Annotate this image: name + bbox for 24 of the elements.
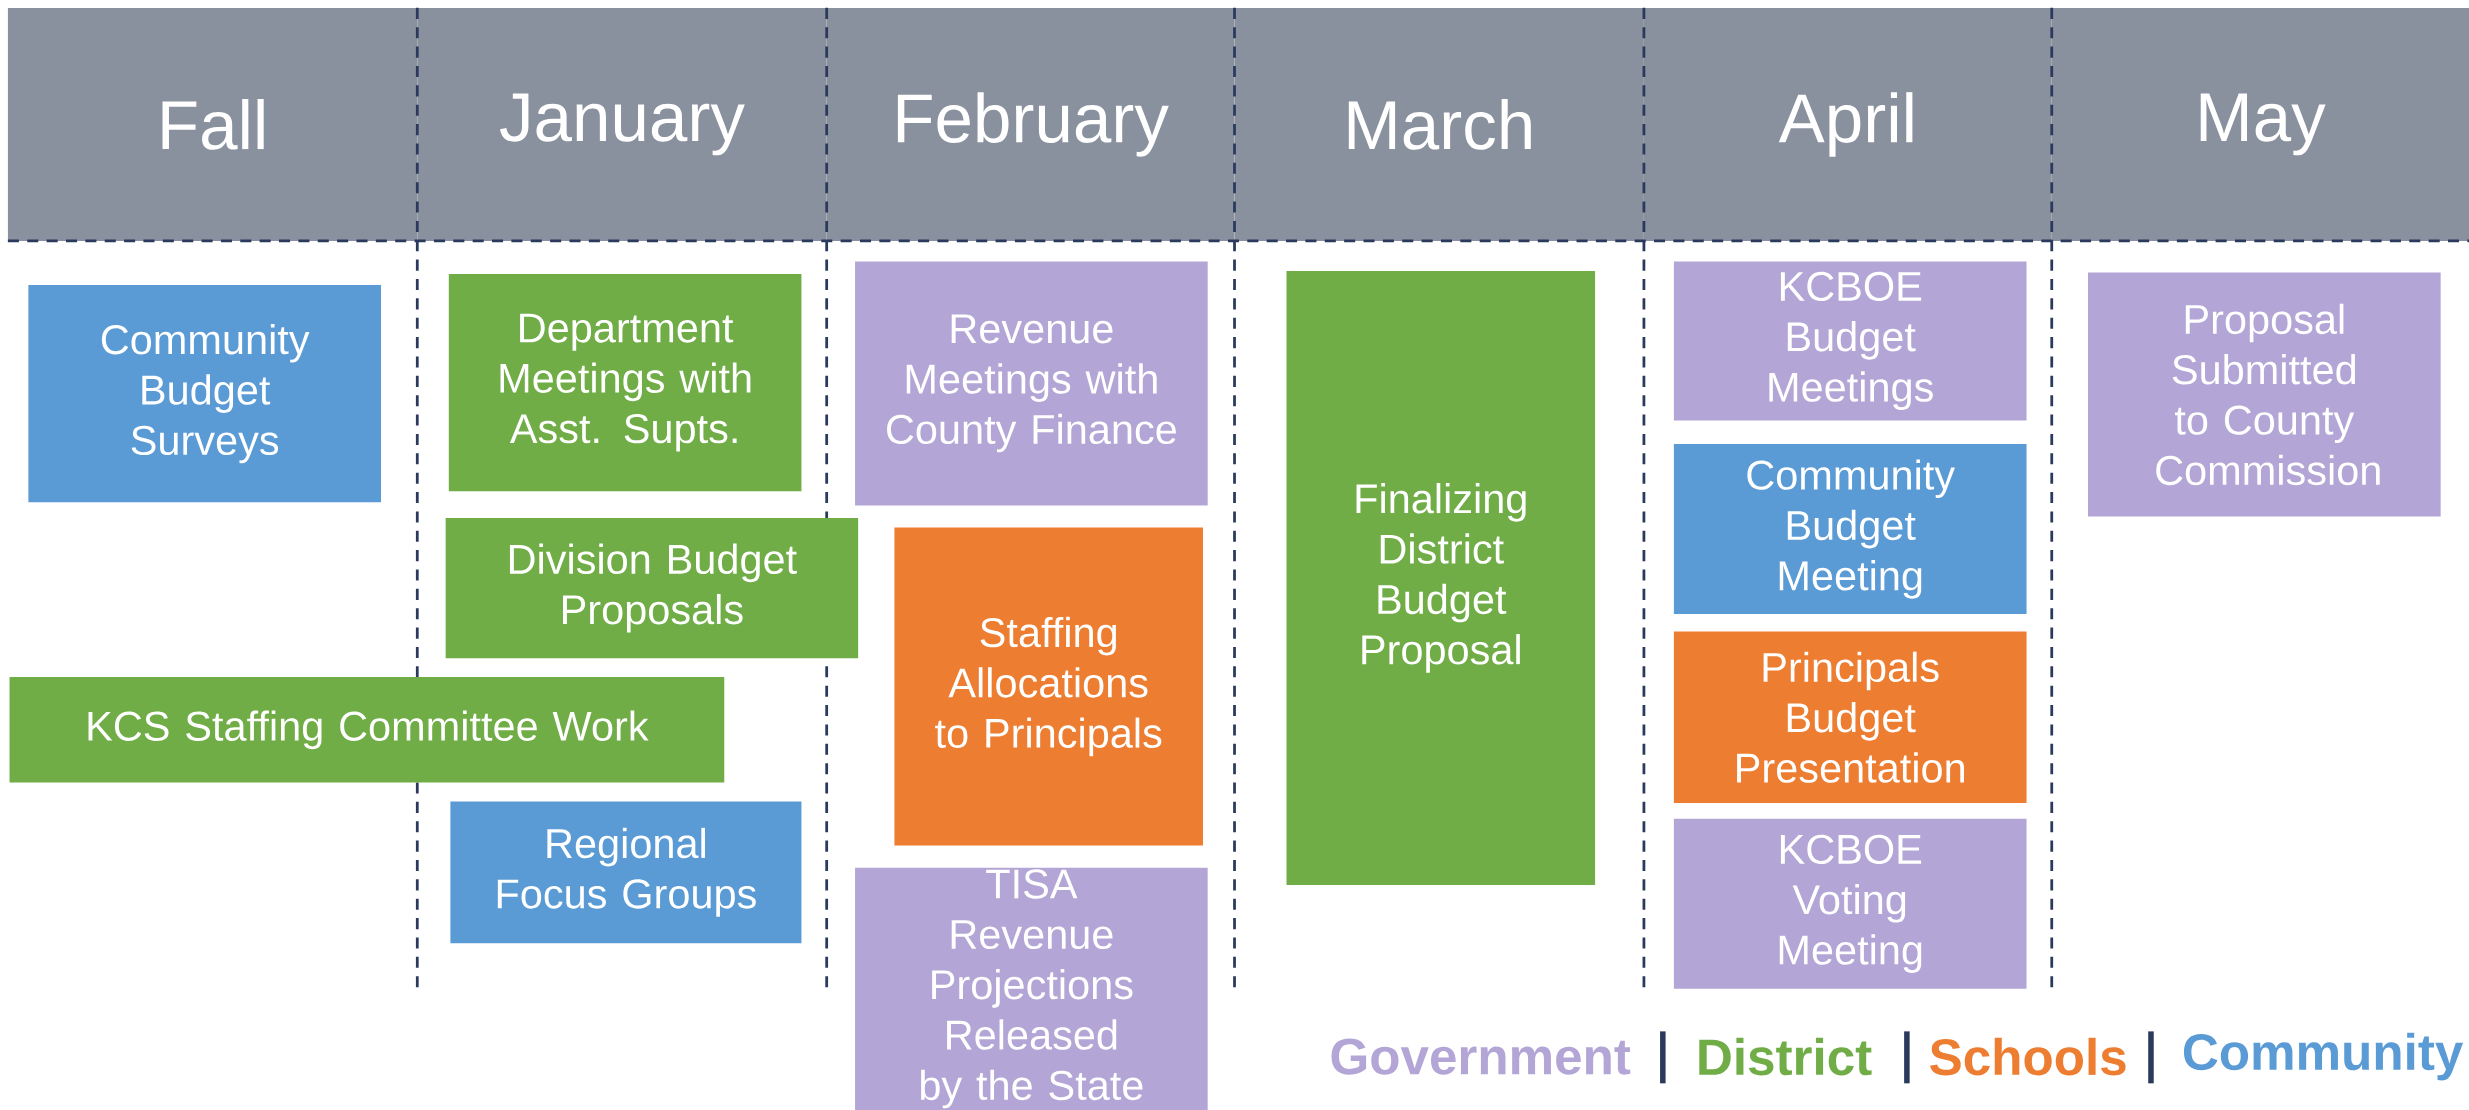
legend-item: District	[1699, 1037, 1872, 1076]
month-header: February	[826, 7, 1235, 241]
activity-box: Staffing Allocations to Principals	[894, 527, 1203, 846]
activity-box: Regional Focus Groups	[450, 801, 802, 944]
activity-box: Community Budget Meeting	[1673, 444, 2027, 615]
activity-box: Division Budget Proposals	[445, 518, 859, 659]
month-header: May	[2051, 7, 2469, 241]
legend-item: Government	[1331, 1038, 1631, 1075]
legend-item: Schools	[1930, 1037, 2126, 1076]
activity-box: Revenue Meetings with County Finance	[855, 261, 1208, 506]
activity-box: Department Meetings with Asst. Supts.	[448, 273, 802, 492]
activity-box: Community Budget Surveys	[28, 285, 382, 503]
month-header: Fall	[7, 7, 418, 241]
activity-box: KCBOE Voting Meeting	[1673, 818, 2027, 989]
month-header: January	[417, 7, 827, 241]
activity-box: KCS Staffing Committee Work	[9, 677, 725, 783]
activity-box: Proposal Submitted to County Commission	[2088, 272, 2441, 517]
activity-box: Principals Budget Presentation	[1673, 631, 2027, 803]
activity-box: TISA Revenue Projections Released by the State	[855, 867, 1208, 1110]
month-header: March	[1234, 7, 1644, 241]
legend-item: Community	[2183, 1032, 2464, 1081]
month-header: April	[1643, 7, 2052, 241]
activity-box: Finalizing District Budget Proposal	[1286, 270, 1596, 885]
activity-box: KCBOE Budget Meetings	[1673, 261, 2027, 421]
